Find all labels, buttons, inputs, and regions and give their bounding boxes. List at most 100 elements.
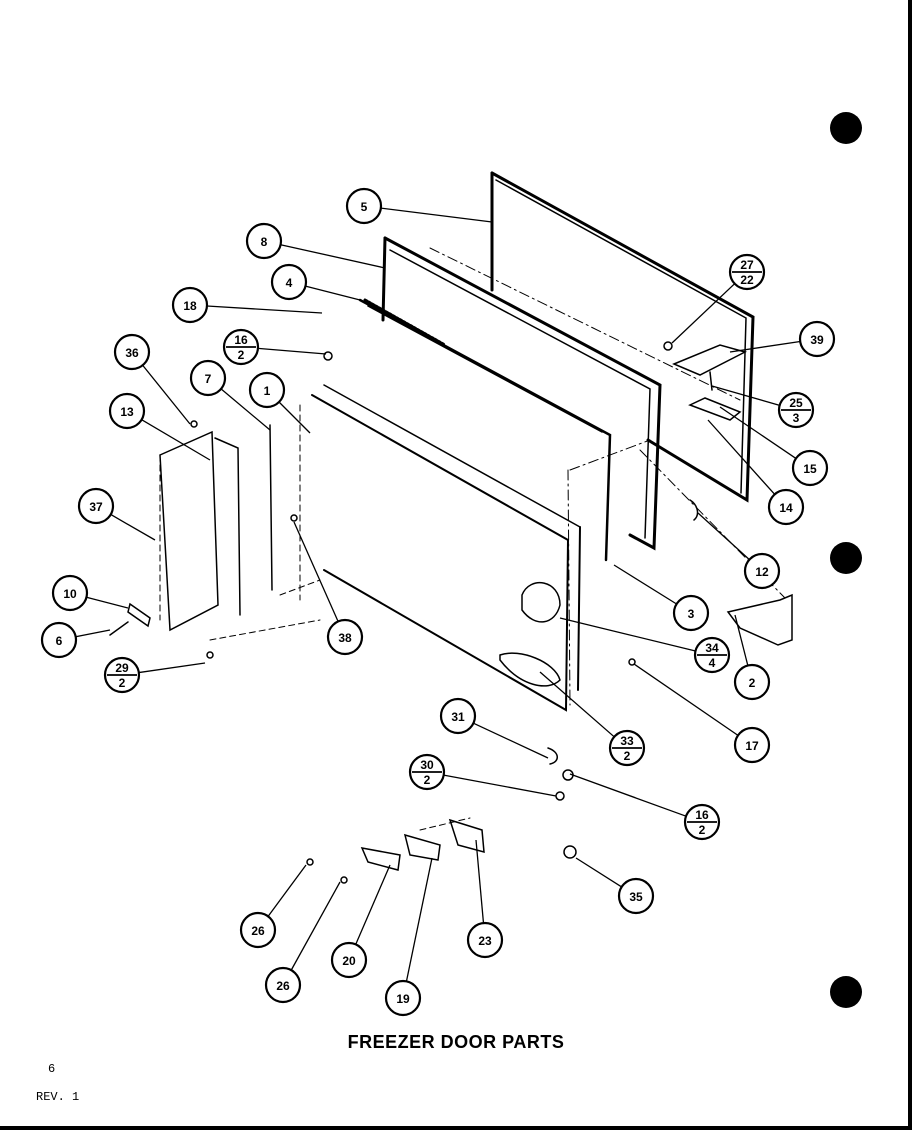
callout-25: 253 (777, 391, 815, 429)
binder-hole-top (830, 112, 862, 144)
callout-part-number: 16 (695, 808, 709, 822)
callout-35: 35 (617, 877, 655, 915)
scan-edge-right (908, 0, 912, 1130)
callout-part-number: 35 (629, 890, 643, 904)
callout-20: 20 (330, 941, 368, 979)
outer-door-panel (311, 394, 570, 712)
leader-line-3 (613, 564, 677, 605)
callout-29: 292 (103, 656, 141, 694)
callout-part-number: 26 (251, 924, 265, 938)
callout-23: 23 (466, 921, 504, 959)
end-cap (159, 430, 219, 632)
callout-quantity: 4 (709, 656, 716, 670)
leader-line-31 (473, 722, 549, 759)
callout-14: 14 (767, 488, 805, 526)
leader-line-15 (719, 406, 797, 460)
callout-13: 13 (108, 392, 146, 430)
callout-circle (248, 371, 286, 409)
callout-part-number: 3 (688, 607, 695, 621)
callout-part-number: 10 (63, 587, 77, 601)
leader-line-12 (697, 512, 750, 561)
leader-line-18 (206, 305, 323, 314)
bottom-hinge (448, 818, 485, 854)
gasket-outline (490, 171, 755, 503)
callout-part-number: 13 (120, 405, 134, 419)
leader-line-35 (575, 857, 622, 888)
callout-part-number: 7 (205, 372, 212, 386)
top-hinge (672, 344, 748, 376)
callout-circle (672, 594, 710, 632)
callout-3: 3 (672, 594, 710, 632)
callout-part-number: 31 (451, 710, 465, 724)
leader-line-16 (257, 347, 327, 355)
scan-edge-bottom (0, 1126, 912, 1130)
leader-line-23 (475, 839, 485, 924)
leader-line-19 (405, 857, 433, 982)
callout-4: 4 (270, 263, 308, 301)
callout-part-number: 18 (183, 299, 197, 313)
callout-part-number: 37 (89, 500, 103, 514)
leader-line-8 (280, 244, 386, 269)
leader-line-7 (220, 388, 271, 431)
leader-line-1 (278, 401, 311, 434)
callout-part-number: 16 (234, 333, 248, 347)
leader-line-38 (293, 521, 339, 622)
callout-part-number: 27 (740, 258, 754, 272)
diagram-title: FREEZER DOOR PARTS (347, 1032, 565, 1052)
binder-hole-bottom (830, 976, 862, 1008)
callout-circle (239, 911, 277, 949)
callout-bubbles: 5841816236711337106292382722392531514123… (40, 187, 836, 1017)
callout-part-number: 34 (705, 641, 719, 655)
leader-line-4 (305, 285, 361, 301)
leader-line-13 (141, 419, 211, 461)
callout-part-number: 17 (745, 739, 759, 753)
callout-part-number: 2 (749, 676, 756, 690)
leader-line-14 (707, 419, 776, 495)
callout-part-number: 29 (115, 661, 129, 675)
callout-26: 26 (239, 911, 277, 949)
callout-2: 2 (733, 663, 771, 701)
callout-part-number: 6 (56, 634, 63, 648)
binder-hole-middle (830, 542, 862, 574)
callout-17: 17 (733, 726, 771, 764)
callout-circle (743, 552, 781, 590)
callout-33: 332 (608, 729, 646, 767)
callout-part-number: 39 (810, 333, 824, 347)
callout-part-number: 4 (286, 276, 293, 290)
callout-circle (798, 320, 836, 358)
leader-line-29 (138, 662, 206, 674)
leader-line-5 (380, 207, 493, 223)
callout-quantity: 22 (740, 273, 754, 287)
handle-cutout (521, 581, 561, 623)
door-parts-drawing (109, 171, 793, 884)
callout-quantity: 3 (793, 411, 800, 425)
right-bracket (726, 593, 793, 646)
callout-quantity: 2 (699, 823, 706, 837)
callout-part-number: 25 (789, 396, 803, 410)
leader-line-36 (142, 364, 191, 425)
leader-line-33 (539, 671, 615, 738)
leader-line-20 (355, 864, 391, 945)
callout-part-number: 19 (396, 992, 410, 1006)
callout-37: 37 (77, 487, 115, 525)
leader-line-39 (729, 340, 801, 353)
leader-line-26 (290, 881, 341, 971)
callout-quantity: 2 (119, 676, 126, 690)
callout-part-number: 38 (338, 631, 352, 645)
callout-circle (51, 574, 89, 612)
callout-circle (733, 663, 771, 701)
callout-5: 5 (345, 187, 383, 225)
callout-26: 26 (264, 966, 302, 1004)
revision-note: REV. 1 (36, 1090, 80, 1104)
lower-handle-cutout (499, 652, 561, 687)
callout-quantity: 2 (624, 749, 631, 763)
callout-circle (733, 726, 771, 764)
callout-part-number: 15 (803, 462, 817, 476)
callout-part-number: 1 (264, 384, 271, 398)
leader-line-10 (86, 596, 129, 609)
callout-circle (466, 921, 504, 959)
callout-circle (270, 263, 308, 301)
callout-8: 8 (245, 222, 283, 260)
